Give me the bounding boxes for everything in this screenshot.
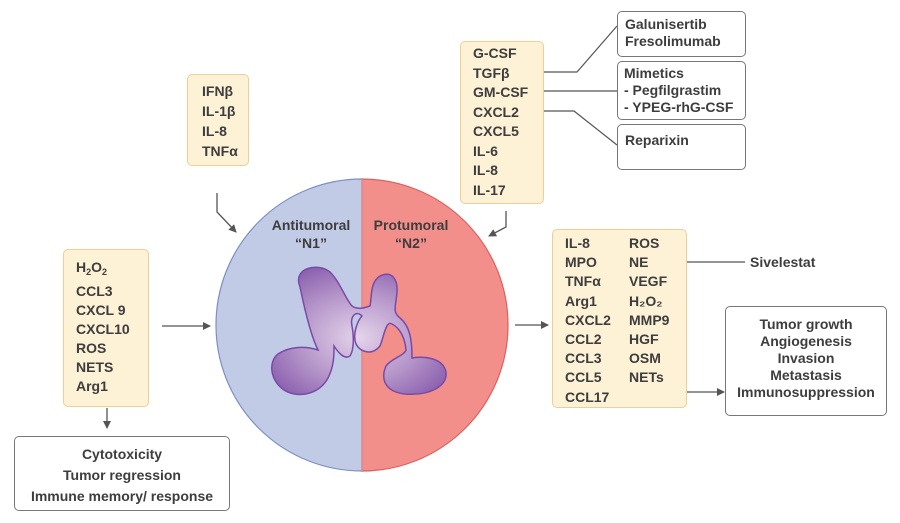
n2-product: NETs xyxy=(629,369,664,386)
n2-outcome: Immunosuppression xyxy=(737,384,875,400)
n2-product: CCL5 xyxy=(565,369,602,386)
n2-half xyxy=(361,178,509,472)
n1-outcome: Cytotoxicity xyxy=(81,446,163,462)
n2-products-col2: ROS NE VEGF H₂O₂ MMP9 HGF OSM NETs xyxy=(629,234,669,407)
n2-stimulus: G-CSF xyxy=(473,45,517,61)
n2-product: VEGF xyxy=(629,273,668,290)
n2-stimulus: IL-6 xyxy=(473,142,498,159)
n1-product: CXCL 9 xyxy=(76,302,126,318)
inhibitor-name: Fresolimumab xyxy=(625,33,721,49)
tgfb-inhibitor-box: Galunisertib Fresolimumab xyxy=(617,11,746,57)
inhibitor-name: Galunisertib xyxy=(625,16,707,32)
n1-products-box: H2O2 CCL3 CXCL 9 CXCL10 ROS NETS Arg1 xyxy=(63,249,149,407)
n2-outcome: Tumor growth xyxy=(759,316,853,332)
inhibitor-name: - Pegfilgrastim xyxy=(624,82,722,98)
n1-product: CXCL10 xyxy=(76,321,130,337)
ne-inhibitor-label: Sivelestat xyxy=(750,254,816,270)
n1-stimulus: IFNβ xyxy=(202,83,234,99)
inhibitor-name: Reparixin xyxy=(625,132,689,148)
n2-stimulus: CXCL5 xyxy=(473,123,519,139)
n2-products-col1: IL-8 MPO TNFα Arg1 CXCL2 CCL2 CCL3 CCL5 … xyxy=(565,234,629,407)
n2-stimulus: TGFβ xyxy=(473,64,510,81)
n2-product: IL-8 xyxy=(565,235,590,251)
n2-product: MPO xyxy=(565,254,597,271)
n2-stimulus: IL-17 xyxy=(473,181,506,198)
n2-product: CCL17 xyxy=(565,388,610,405)
n2-label: Protumoral “N2” xyxy=(368,216,454,252)
n2-product: Arg1 xyxy=(565,292,597,309)
n2-product: TNFα xyxy=(565,273,601,290)
n1-stimulus: TNFα xyxy=(202,143,238,159)
n2-label-text: Protumoral xyxy=(373,217,449,233)
n1-stimuli-box: IFNβ IL-1β IL-8 TNFα xyxy=(187,74,249,166)
n2-outcome: Angiogenesis xyxy=(760,333,852,349)
n1-product: ROS xyxy=(76,340,107,356)
n1-label: Antitumoral “N1” xyxy=(266,216,356,252)
n1-product-h2o2: H2O2 xyxy=(76,259,108,277)
n2-outcomes-box: Tumor growth Angiogenesis Invasion Metas… xyxy=(725,306,887,416)
n2-products-box: IL-8 MPO TNFα Arg1 CXCL2 CCL2 CCL3 CCL5 … xyxy=(552,229,687,408)
n1-product: NETS xyxy=(76,359,114,375)
n2-outcome: Metastasis xyxy=(770,367,842,383)
n2-outcome: Invasion xyxy=(777,350,835,366)
n2-stimuli-box: G-CSF TGFβ GM-CSF CXCL2 CXCL5 IL-6 IL-8 … xyxy=(460,41,544,204)
n1-half xyxy=(215,178,363,472)
neutrophil-circle xyxy=(215,178,509,472)
n2-product: CCL3 xyxy=(565,350,602,367)
n2-product: CCL2 xyxy=(565,331,602,348)
n2-product: HGF xyxy=(629,331,659,348)
n2-stimulus: GM-CSF xyxy=(473,84,529,100)
inhibitor-name: - YPEG-rhG-CSF xyxy=(624,99,734,115)
n1-label-text: Antitumoral xyxy=(271,217,351,233)
arrow-n1-stimuli xyxy=(216,193,237,233)
n2-product: OSM xyxy=(629,350,661,367)
n1-outcomes-box: Cytotoxicity Tumor regression Immune mem… xyxy=(14,436,230,511)
n2-stimulus: IL-8 xyxy=(473,162,498,178)
n2-product: H₂O₂ xyxy=(629,292,663,309)
n1-tag: “N1” xyxy=(295,235,327,251)
cxcl2-inhibitor-box: Reparixin xyxy=(617,124,746,170)
n1-outcome: Immune memory/ response xyxy=(30,488,214,504)
n2-product: NE xyxy=(629,254,649,271)
n2-tag: “N2” xyxy=(395,235,427,251)
n1-outcome: Tumor regression xyxy=(63,467,181,483)
neutrophil-nucleus-icon xyxy=(271,266,447,396)
n1-stimulus: IL-8 xyxy=(202,123,227,139)
n1-product: CCL3 xyxy=(76,283,113,299)
arrow-n2-stimuli xyxy=(488,211,507,237)
gmcsf-inhibitor-box: Mimetics - Pegfilgrastim - YPEG-rhG-CSF xyxy=(617,61,746,120)
n1-stimulus: IL-1β xyxy=(202,103,236,119)
n2-stimulus: CXCL2 xyxy=(473,103,519,120)
n1-product: Arg1 xyxy=(76,378,108,394)
n2-product: CXCL2 xyxy=(565,311,611,328)
n2-product: MMP9 xyxy=(629,311,670,328)
inhibitor-name: Mimetics xyxy=(624,65,684,81)
n2-product: ROS xyxy=(629,235,660,251)
